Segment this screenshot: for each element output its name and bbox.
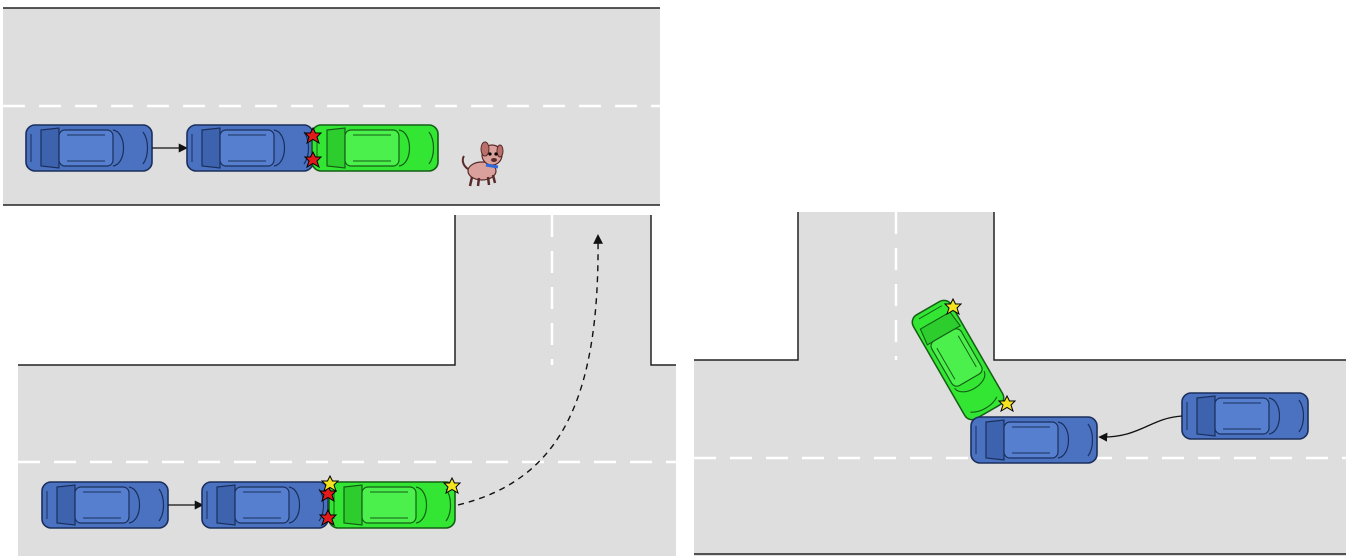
- green-car-icon: [311, 124, 439, 172]
- scene-1-straight-road: [3, 7, 660, 206]
- road-edge: [694, 212, 799, 361]
- scene-2-right-turn-junction: [18, 215, 676, 556]
- approach-arrow: [1098, 415, 1183, 442]
- road-edge: [650, 215, 676, 366]
- scene-3-junction-collision: [694, 212, 1346, 556]
- blue-car-icon: [186, 124, 314, 172]
- dog-icon: [461, 141, 504, 187]
- blue-car-icon: [25, 124, 153, 172]
- green-car-icon: [328, 481, 456, 529]
- blue-car-icon: [41, 481, 169, 529]
- blue-car-icon: [1181, 392, 1309, 440]
- blue-car-icon: [970, 416, 1098, 464]
- road-edge: [993, 212, 1346, 361]
- blue-car-icon: [201, 481, 329, 529]
- road-surface: [18, 215, 676, 556]
- road-edge: [18, 215, 456, 366]
- road-surface: [694, 212, 1346, 556]
